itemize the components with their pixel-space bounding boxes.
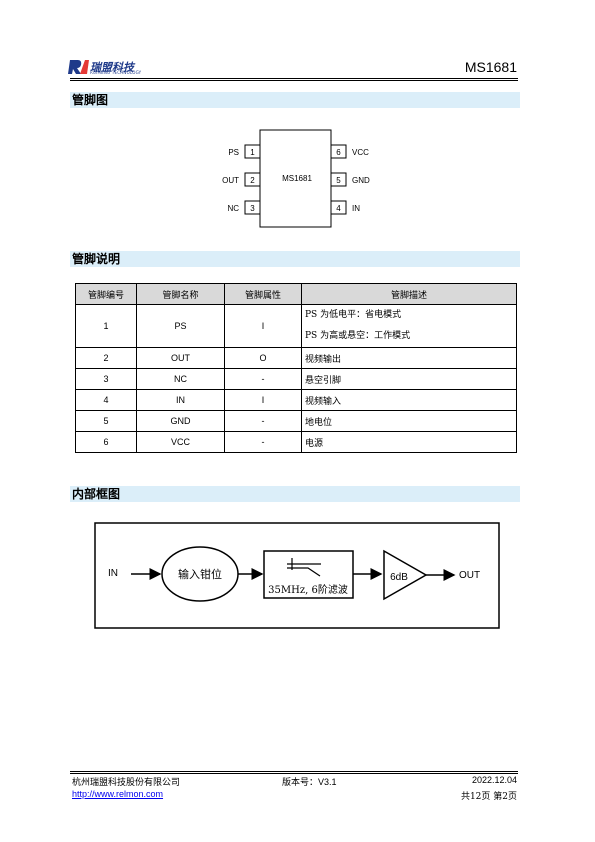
right-pin-5: 5 GND [330,172,370,187]
version-label: 版本号： [282,778,319,788]
left-pin-1: 1 PS [228,144,261,159]
pin-name-cell: PS [136,304,225,348]
lowpass-filter-icon [287,558,321,577]
pin-desc-cell: 地电位 [301,410,517,432]
pin-attr-cell: - [224,368,302,390]
pin-label: OUT [222,176,239,185]
pin-number-cell: 6 [75,431,137,453]
pin-desc-cell: 视频输入 [301,389,517,411]
pin-name-cell: NC [136,368,225,390]
chip-name: MS1681 [282,174,312,183]
logo-subtext: RUIMENG TECHNOLOGY [90,70,142,75]
pin-name-cell: VCC [136,431,225,453]
table-row: 4 IN I 视频输入 [75,389,517,411]
right-pin-6: 6 VCC [330,144,369,159]
table-row: 2 OUT O 视频输出 [75,347,517,369]
pin-desc-line: PS 为低电平：省电模式 [305,310,402,320]
pin-number: 5 [336,176,341,185]
input-label: IN [108,568,118,579]
pin-description-table: 管脚编号 管脚名称 管脚属性 管脚描述 1 PS I PS 为低电平：省电模式 … [75,283,517,453]
section-title-pin-description: 管脚说明 [70,251,520,267]
pin-desc-line: PS 为高或悬空：工作模式 [305,331,411,341]
table-row: 6 VCC - 电源 [75,431,517,453]
footer-divider [70,771,518,772]
amp-gain-label: 6dB [390,572,408,583]
pin-attr-cell: - [224,431,302,453]
pin-number: 2 [250,176,255,185]
pin-number: 1 [250,148,255,157]
footer-version: 版本号：V3.1 [282,775,337,788]
block-diagram: IN 输入钳位 35MHz, 6阶滤波 6dB OUT [94,522,500,629]
pin-name-cell: OUT [136,347,225,369]
pin-label: NC [227,204,239,213]
left-pin-3: 3 NC [227,200,261,215]
footer-company: 杭州瑞盟科技股份有限公司 [72,778,181,788]
pin-number-cell: 3 [75,368,137,390]
footer-page-number: 共12页 第2页 [460,792,517,802]
header-divider-secondary [70,80,518,81]
footer-divider-secondary [70,773,518,774]
pin-number-cell: 5 [75,410,137,432]
pin-desc-cell: 视频输出 [301,347,517,369]
chip-body [259,129,332,228]
filter-block [263,550,354,599]
pin-desc-cell: PS 为低电平：省电模式 PS 为高或悬空：工作模式 [301,304,517,348]
pin-desc-cell: 悬空引脚 [301,368,517,390]
section-title-block-diagram: 内部框图 [70,486,520,502]
right-pin-4: 4 IN [330,200,360,215]
footer-website-link[interactable]: http://www.relmon.com [72,789,164,799]
pin-number-cell: 4 [75,389,137,411]
pin-label: VCC [352,148,369,157]
pin-number: 4 [336,204,341,213]
version-value: V3.1 [318,777,337,787]
footer-date: 2022.12.04 [471,775,517,785]
chip-pinout-diagram: MS1681 1 PS 2 OUT 3 NC 6 VCC 5 GND 4 IN [222,129,370,228]
column-header-pin-name: 管脚名称 [136,283,225,305]
section-title-pinout: 管脚图 [70,92,520,108]
pin-name-cell: GND [136,410,225,432]
filter-label: 35MHz, 6阶滤波 [268,583,348,596]
amplifier-triangle [383,549,428,601]
pin-label: GND [352,176,370,185]
pin-label: IN [352,204,360,213]
pin-attr-cell: - [224,410,302,432]
pin-label: PS [228,148,239,157]
pin-attr-cell: O [224,347,302,369]
pin-number: 6 [336,148,341,157]
pin-desc-cell: 电源 [301,431,517,453]
logo-text: 瑞盟科技 [90,61,134,74]
pin-attr-cell: I [224,304,302,348]
column-header-pin-description: 管脚描述 [301,283,517,305]
clamp-label: 输入钳位 [178,567,222,581]
table-header-row: 管脚编号 管脚名称 管脚属性 管脚描述 [75,283,517,305]
column-header-pin-number: 管脚编号 [75,283,137,305]
left-pin-2: 2 OUT [222,172,261,187]
pin-name-cell: IN [136,389,225,411]
pin-number-cell: 1 [75,304,137,348]
pin-number-cell: 2 [75,347,137,369]
company-logo [68,60,89,74]
output-label: OUT [459,570,480,581]
table-row: 5 GND - 地电位 [75,410,517,432]
table-row: 1 PS I PS 为低电平：省电模式 PS 为高或悬空：工作模式 [75,304,517,348]
pin-number: 3 [250,204,255,213]
table-row: 3 NC - 悬空引脚 [75,368,517,390]
header-divider [70,78,518,79]
column-header-pin-attribute: 管脚属性 [224,283,302,305]
pin-attr-cell: I [224,389,302,411]
part-number: MS1681 [464,59,517,75]
